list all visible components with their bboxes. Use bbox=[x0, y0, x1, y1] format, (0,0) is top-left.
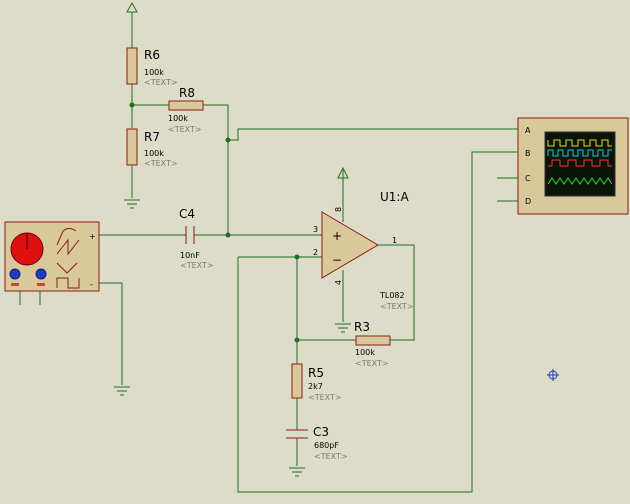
r3-text: <TEXT> bbox=[355, 359, 389, 368]
c4-text: <TEXT> bbox=[180, 261, 214, 270]
r5-label: R5 bbox=[308, 366, 324, 380]
r8-value: 100k bbox=[168, 114, 188, 123]
c4-value: 10nF bbox=[180, 251, 200, 260]
r7-value: 100k bbox=[144, 149, 164, 158]
u1-plus-sign: + bbox=[332, 229, 342, 243]
r3-value: 100k bbox=[355, 348, 375, 357]
wires bbox=[19, 12, 518, 493]
trace-b bbox=[547, 149, 612, 157]
power-arrow-icon bbox=[126, 1, 138, 13]
u1-pin-3: 3 bbox=[313, 225, 318, 234]
u1-text: <TEXT> bbox=[380, 302, 414, 311]
capacitor-c3[interactable]: C3 680pF <TEXT> bbox=[286, 425, 348, 461]
u1-pin-8: 8 bbox=[334, 207, 343, 212]
c4-label: C4 bbox=[179, 207, 195, 221]
scope-channel-b: B bbox=[525, 149, 531, 158]
resistor-r5[interactable]: R5 2k7 <TEXT> bbox=[291, 363, 342, 402]
r6-label: R6 bbox=[144, 48, 160, 62]
r6-text: <TEXT> bbox=[144, 78, 178, 87]
r7-text: <TEXT> bbox=[144, 159, 178, 168]
c3-label: C3 bbox=[313, 425, 329, 439]
ground-icon bbox=[289, 467, 305, 477]
c3-value: 680pF bbox=[314, 441, 339, 450]
resistor-r6[interactable]: R6 100k <TEXT> bbox=[126, 47, 178, 87]
r8-text: <TEXT> bbox=[168, 125, 202, 134]
oscilloscope[interactable]: A B C D bbox=[517, 117, 629, 215]
knob-small-right[interactable] bbox=[35, 268, 47, 280]
junctions bbox=[129, 102, 300, 343]
power-arrow-icon bbox=[337, 166, 349, 179]
crosshair-icon[interactable] bbox=[547, 369, 559, 381]
u1-label: U1:A bbox=[380, 190, 409, 204]
ground-icon bbox=[335, 323, 351, 333]
ground-icon bbox=[114, 386, 130, 396]
r3-label: R3 bbox=[354, 320, 370, 334]
r6-value: 100k bbox=[144, 68, 164, 77]
r8-label: R8 bbox=[179, 86, 195, 100]
u1-minus-sign: − bbox=[332, 253, 342, 267]
capacitor-c4[interactable]: C4 10nF <TEXT> bbox=[179, 207, 214, 270]
trace-c bbox=[548, 159, 612, 167]
u1-pin-4: 4 bbox=[334, 280, 343, 285]
opamp-u1a[interactable]: U1:A TL082 <TEXT> + − 3 2 1 8 4 bbox=[313, 190, 414, 311]
r5-text: <TEXT> bbox=[308, 393, 342, 402]
r5-value: 2k7 bbox=[308, 382, 323, 391]
resistor-r3[interactable]: R3 100k <TEXT> bbox=[354, 320, 391, 368]
generator-plus: + bbox=[89, 232, 96, 241]
trace-d bbox=[547, 177, 613, 185]
knob-small-left[interactable] bbox=[9, 268, 21, 280]
resistor-r7[interactable]: R7 100k <TEXT> bbox=[126, 128, 178, 168]
resistor-r8[interactable]: R8 100k <TEXT> bbox=[168, 86, 204, 134]
scope-channel-a: A bbox=[525, 126, 531, 135]
ground-icon bbox=[124, 199, 140, 209]
r7-label: R7 bbox=[144, 130, 160, 144]
u1-pin-2: 2 bbox=[313, 248, 318, 257]
u1-part: TL082 bbox=[379, 291, 405, 300]
c3-text: <TEXT> bbox=[314, 452, 348, 461]
u1-pin-1: 1 bbox=[392, 236, 397, 245]
scope-channel-d: D bbox=[525, 197, 531, 206]
signal-generator[interactable]: + - bbox=[4, 221, 100, 292]
scope-channel-c: C bbox=[525, 174, 531, 183]
trace-a bbox=[547, 139, 612, 147]
generator-minus: - bbox=[90, 280, 93, 289]
